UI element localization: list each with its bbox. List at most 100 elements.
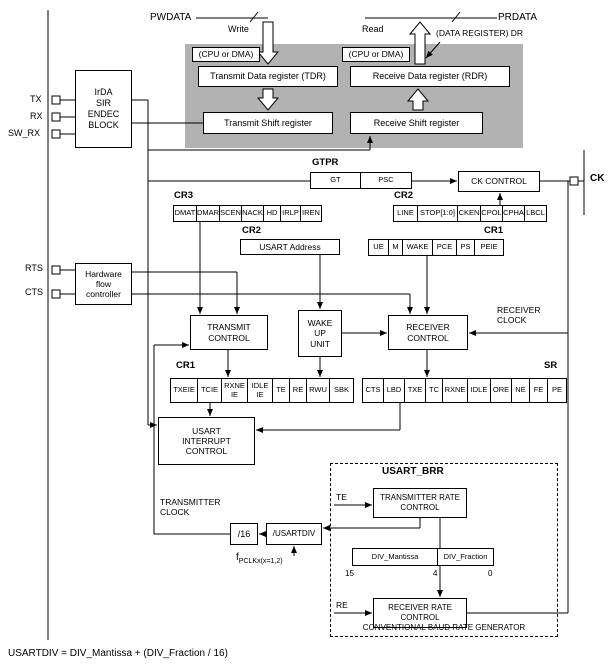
usartdiv-block: /USARTDIV bbox=[266, 523, 322, 545]
div-bit15-label: 15 bbox=[345, 569, 354, 578]
transmit-data-register-box: Transmit Data register (TDR) bbox=[198, 66, 338, 87]
cr3-field-dmar: DMAR bbox=[197, 206, 220, 221]
tx-pin-label: TX bbox=[30, 94, 42, 104]
cpu-dma-right-box: (CPU or DMA) bbox=[342, 47, 410, 62]
write-label: Write bbox=[228, 24, 249, 34]
transmitter-clock-label: TRANSMITTER CLOCK bbox=[160, 497, 221, 517]
sr-register-name: SR bbox=[544, 360, 558, 371]
baud-rate-generator-caption: CONVENTIONAL BAUD RATE GENERATOR bbox=[362, 623, 526, 632]
cr1-mode-register-name: CR1 bbox=[484, 225, 504, 236]
sr-field-txe: TXE bbox=[405, 379, 426, 402]
sr-field-rxne: RXNE bbox=[443, 379, 468, 402]
hardware-flow-controller-block: Hardware flow controller bbox=[75, 263, 132, 305]
usart-brr-dashed-region bbox=[330, 463, 558, 637]
tx-pin bbox=[51, 95, 61, 105]
read-label: Read bbox=[362, 24, 384, 34]
sr-field-idle: IDLE bbox=[468, 379, 491, 402]
cts-pin bbox=[51, 289, 61, 299]
div-bit0-label: 0 bbox=[488, 569, 493, 578]
cr3-field-hd: HD bbox=[264, 206, 281, 221]
cr1-field-sbk: SBK bbox=[333, 385, 349, 395]
transmitter-rate-control-block: TRANSMITTER RATE CONTROL bbox=[373, 488, 467, 518]
cr2-address-register-name: CR2 bbox=[242, 225, 262, 236]
sr-field-lbd: LBD bbox=[384, 379, 405, 402]
rts-pin bbox=[51, 265, 61, 275]
write-path-arrow bbox=[256, 21, 280, 65]
cr1-field-te: TE bbox=[273, 379, 290, 402]
usart-address-box: USART Address bbox=[240, 239, 340, 255]
sw-rx-pin bbox=[51, 129, 61, 139]
cr2-field-cpha: CPHA bbox=[503, 206, 525, 221]
cr1-field-m: M bbox=[389, 240, 403, 255]
cr1-mode-register: UE M WAKE PCE PS PEIE bbox=[368, 239, 504, 256]
fpclk-subscript: PCLKx(x=1,2) bbox=[238, 558, 283, 565]
wakeup-unit-block: WAKE UP UNIT bbox=[298, 310, 342, 357]
sr-field-tc: TC bbox=[426, 379, 443, 402]
cr1-field-wake: WAKE bbox=[403, 240, 433, 255]
cr2-field-stop: STOP[1:0] bbox=[418, 206, 458, 221]
cr1-field-pce: PCE bbox=[433, 240, 457, 255]
cpu-dma-left-box: (CPU or DMA) bbox=[192, 47, 260, 62]
cr1-field-tcie: TCIE bbox=[198, 379, 222, 402]
sr-field-pe: PE bbox=[551, 385, 562, 395]
fpclk-label: fPCLKx(x=1,2) bbox=[236, 552, 283, 565]
cr2-field-lbcl: LBCL bbox=[526, 208, 545, 218]
cr1-field-idleie: IDLE IE bbox=[248, 379, 273, 402]
rx-pin bbox=[51, 112, 61, 122]
cr3-field-nack: NACK bbox=[242, 206, 264, 221]
cr1-field-ps: PS bbox=[457, 240, 475, 255]
usartdiv-formula: USARTDIV = DIV_Mantissa + (DIV_Fraction … bbox=[8, 648, 228, 659]
sr-field-fe: FE bbox=[530, 379, 548, 402]
irda-sir-endec-block: IrDA SIR ENDEC BLOCK bbox=[75, 70, 132, 148]
receiver-rate-control-block: RECEIVER RATE CONTROL bbox=[373, 598, 467, 628]
te-signal-label: TE bbox=[336, 492, 347, 502]
tdr-to-shift-arrow bbox=[256, 88, 280, 111]
cr2-field-cken: CKEN bbox=[458, 206, 481, 221]
div-bit4-label: 4 bbox=[433, 569, 438, 578]
cr3-register-name: CR3 bbox=[174, 190, 194, 201]
cr3-field-scen: SCEN bbox=[220, 206, 242, 221]
rts-pin-label: RTS bbox=[25, 263, 43, 273]
sr-field-cts: CTS bbox=[363, 379, 384, 402]
ck-pin bbox=[569, 176, 579, 186]
gtpr-register: GT PSC bbox=[310, 172, 412, 189]
rx-pin-label: RX bbox=[30, 111, 43, 121]
cr1-field-ue: UE bbox=[369, 240, 389, 255]
usart-interrupt-control-block: USART INTERRUPT CONTROL bbox=[158, 417, 255, 465]
receiver-clock-label: RECEIVER CLOCK bbox=[497, 305, 541, 325]
transmit-control-block: TRANSMIT CONTROL bbox=[190, 315, 268, 350]
data-register-dr-label: (DATA REGISTER) DR bbox=[436, 28, 524, 38]
cr1-field-rwu: RWU bbox=[307, 379, 330, 402]
sr-register: CTS LBD TXE TC RXNE IDLE ORE NE FE PE bbox=[362, 378, 567, 403]
cr2-clock-register-name: CR2 bbox=[394, 190, 414, 201]
receive-shift-register-box: Receive Shift register bbox=[350, 112, 483, 134]
sr-field-ne: NE bbox=[512, 379, 530, 402]
cr3-field-irlp: IRLP bbox=[281, 206, 301, 221]
read-path-arrow bbox=[408, 21, 432, 65]
div-fraction-field: DIV_Fraction bbox=[443, 551, 488, 561]
sr-field-ore: ORE bbox=[491, 379, 512, 402]
cr3-register: DMAT DMAR SCEN NACK HD IRLP IREN bbox=[173, 205, 322, 222]
receiver-control-block: RECEIVER CONTROL bbox=[388, 315, 468, 350]
ck-control-block: CK CONTROL bbox=[458, 171, 540, 192]
sw-rx-pin-label: SW_RX bbox=[8, 128, 41, 138]
cr2-field-line: LINE bbox=[394, 206, 418, 221]
gtpr-field-psc: PSC bbox=[378, 175, 394, 185]
cr3-field-dmat: DMAT bbox=[174, 206, 197, 221]
pwdata-label: PWDATA bbox=[150, 12, 192, 23]
cts-pin-label: CTS bbox=[25, 287, 43, 297]
fpclk-base: f bbox=[236, 552, 239, 563]
re-signal-label: RE bbox=[336, 600, 348, 610]
gtpr-register-name: GTPR bbox=[312, 157, 339, 168]
usart-brr-title: USART_BRR bbox=[382, 466, 444, 477]
cr1-interrupt-register: TXEIE TCIE RXNE IE IDLE IE TE RE RWU SBK bbox=[170, 378, 354, 403]
cr1-interrupt-register-name: CR1 bbox=[176, 360, 196, 371]
prdata-label: PRDATA bbox=[498, 12, 538, 23]
transmit-shift-register-box: Transmit Shift register bbox=[203, 112, 333, 134]
cr1-field-rxneie: RXNE IE bbox=[222, 379, 248, 402]
cr3-field-iren: IREN bbox=[302, 208, 320, 218]
gtpr-field-gt: GT bbox=[311, 173, 361, 188]
div-mantissa-field: DIV_Mantissa bbox=[353, 549, 438, 565]
